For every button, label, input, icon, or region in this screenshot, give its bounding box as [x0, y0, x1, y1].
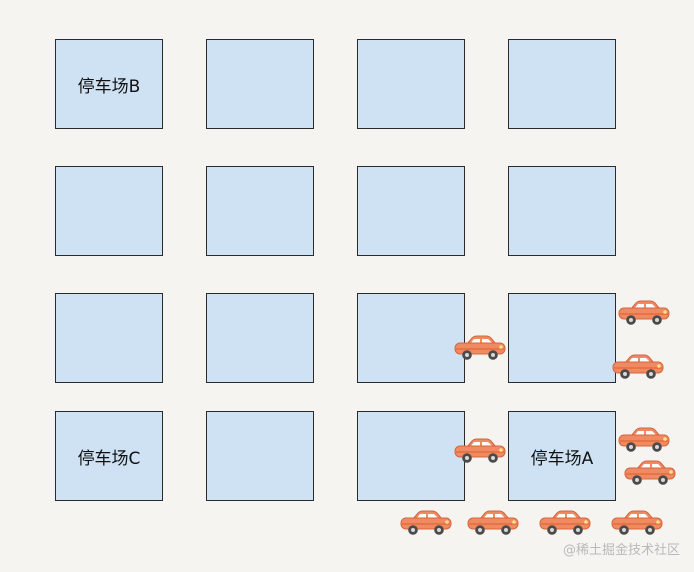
city-block	[508, 166, 616, 256]
car-icon	[453, 437, 507, 465]
city-block	[357, 293, 465, 383]
car-icon	[466, 509, 520, 537]
parking-lot-c[interactable]: 停车场C	[55, 411, 163, 501]
car-icon	[399, 509, 453, 537]
parking-lot-b-label: 停车场B	[77, 76, 141, 97]
car-icon	[617, 426, 671, 454]
city-block	[206, 39, 314, 129]
car-icon	[623, 459, 677, 487]
parking-lot-a[interactable]: 停车场A	[508, 411, 616, 501]
city-block	[206, 166, 314, 256]
car-icon	[538, 509, 592, 537]
city-block	[206, 411, 314, 501]
car-icon	[453, 334, 507, 362]
city-block	[357, 166, 465, 256]
car-icon	[610, 509, 664, 537]
car-icon	[617, 299, 671, 327]
city-block	[55, 166, 163, 256]
city-block	[206, 293, 314, 383]
city-block	[508, 39, 616, 129]
parking-lot-b[interactable]: 停车场B	[55, 39, 163, 129]
city-block	[508, 293, 616, 383]
city-block	[55, 293, 163, 383]
city-block	[357, 411, 465, 501]
car-icon	[611, 353, 665, 381]
watermark: @稀土掘金技术社区	[562, 543, 680, 558]
parking-lot-c-label: 停车场C	[77, 448, 141, 469]
city-block	[357, 39, 465, 129]
parking-lot-a-label: 停车场A	[530, 448, 594, 469]
